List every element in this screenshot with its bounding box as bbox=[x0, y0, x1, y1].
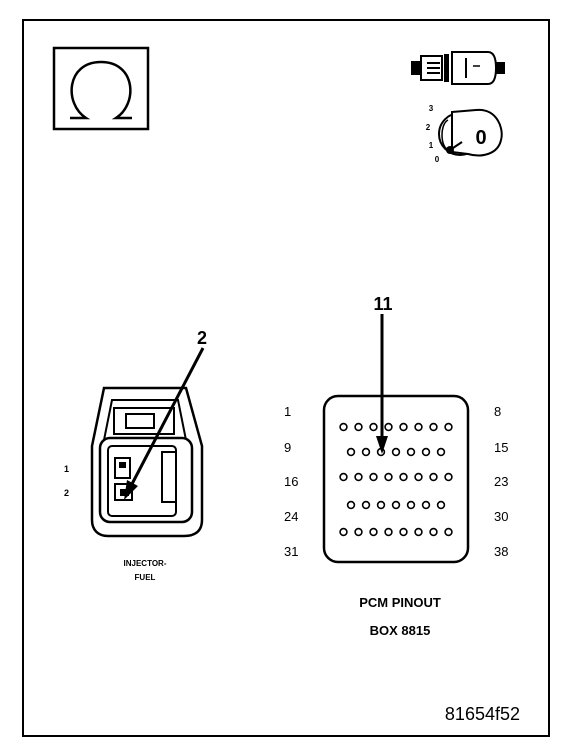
pcm-pin bbox=[406, 500, 416, 510]
pcm-pin bbox=[444, 422, 453, 432]
injector-label-line1: INJECTOR- bbox=[124, 559, 167, 568]
pcm-pin bbox=[414, 527, 423, 537]
pcm-row-label-right: 15 bbox=[494, 440, 508, 455]
unplugged-connector-icon bbox=[411, 51, 505, 85]
pcm-pin bbox=[436, 447, 446, 457]
pcm-pin bbox=[429, 527, 438, 537]
pcm-row-label-left: 24 bbox=[284, 509, 298, 524]
ignition-pos-1: 1 bbox=[429, 141, 434, 150]
ignition-pos-3: 3 bbox=[429, 104, 434, 113]
pcm-pin bbox=[346, 500, 356, 510]
pcm-pin bbox=[354, 422, 363, 432]
pcm-pin bbox=[399, 422, 408, 432]
diagram-frame bbox=[22, 19, 550, 737]
pcm-pin bbox=[339, 422, 348, 432]
pcm-row-label-right: 8 bbox=[494, 404, 501, 419]
callout-arrow-11 bbox=[376, 314, 388, 454]
callout-11-label: 11 bbox=[373, 294, 392, 314]
pcm-pin bbox=[421, 447, 431, 457]
pcm-pin bbox=[339, 472, 348, 482]
pcm-pin bbox=[421, 500, 431, 510]
pcm-label-line1: PCM PINOUT bbox=[359, 595, 441, 610]
injector-connector bbox=[90, 386, 204, 538]
ignition-pos-0: 0 bbox=[435, 155, 440, 164]
pcm-row-label-left: 31 bbox=[284, 544, 298, 559]
pcm-connector-body bbox=[322, 394, 470, 564]
pcm-pin bbox=[339, 527, 348, 537]
pcm-pin bbox=[429, 472, 438, 482]
ignition-key-label: 0 bbox=[475, 127, 486, 149]
pcm-row-label-right: 30 bbox=[494, 509, 508, 524]
pcm-pin bbox=[444, 472, 453, 482]
pcm-row-label-left: 9 bbox=[284, 440, 291, 455]
pcm-pin bbox=[354, 472, 363, 482]
pcm-label-line2: BOX 8815 bbox=[370, 623, 431, 638]
ignition-pos-2: 2 bbox=[426, 123, 431, 132]
pcm-pin bbox=[369, 527, 378, 537]
injector-label-line2: FUEL bbox=[135, 573, 156, 582]
callout-2-label: 2 bbox=[197, 328, 207, 348]
pcm-pin bbox=[361, 447, 371, 457]
pcm-pin-grid bbox=[339, 422, 453, 537]
callout-arrow-2 bbox=[124, 347, 205, 500]
pcm-pin bbox=[369, 422, 378, 432]
pcm-pin bbox=[399, 527, 408, 537]
pcm-pin bbox=[369, 472, 378, 482]
pcm-pin bbox=[376, 500, 386, 510]
pcm-pin bbox=[414, 472, 423, 482]
pcm-pin bbox=[406, 447, 416, 457]
injector-pin-1-label: 1 bbox=[64, 464, 69, 474]
pcm-pin bbox=[391, 500, 401, 510]
pcm-row-label-right: 23 bbox=[494, 474, 508, 489]
pcm-row-label-left: 16 bbox=[284, 474, 298, 489]
pcm-row-label-right: 38 bbox=[494, 544, 508, 559]
pcm-pin bbox=[399, 472, 408, 482]
pcm-pin bbox=[429, 422, 438, 432]
ohmmeter-icon bbox=[52, 46, 150, 131]
pcm-pin bbox=[384, 422, 393, 432]
pcm-pin bbox=[391, 447, 401, 457]
pcm-pin bbox=[384, 472, 393, 482]
pcm-pin bbox=[414, 422, 423, 432]
pcm-pin bbox=[354, 527, 363, 537]
pcm-pin bbox=[436, 500, 446, 510]
pcm-pin bbox=[444, 527, 453, 537]
ignition-switch-icon bbox=[438, 108, 503, 157]
pcm-row-label-left: 1 bbox=[284, 404, 291, 419]
pcm-pin bbox=[361, 500, 371, 510]
figure-id: 81654f52 bbox=[445, 704, 520, 724]
pcm-pin bbox=[346, 447, 356, 457]
injector-pin-2-label: 2 bbox=[64, 488, 69, 498]
pcm-pin bbox=[384, 527, 393, 537]
